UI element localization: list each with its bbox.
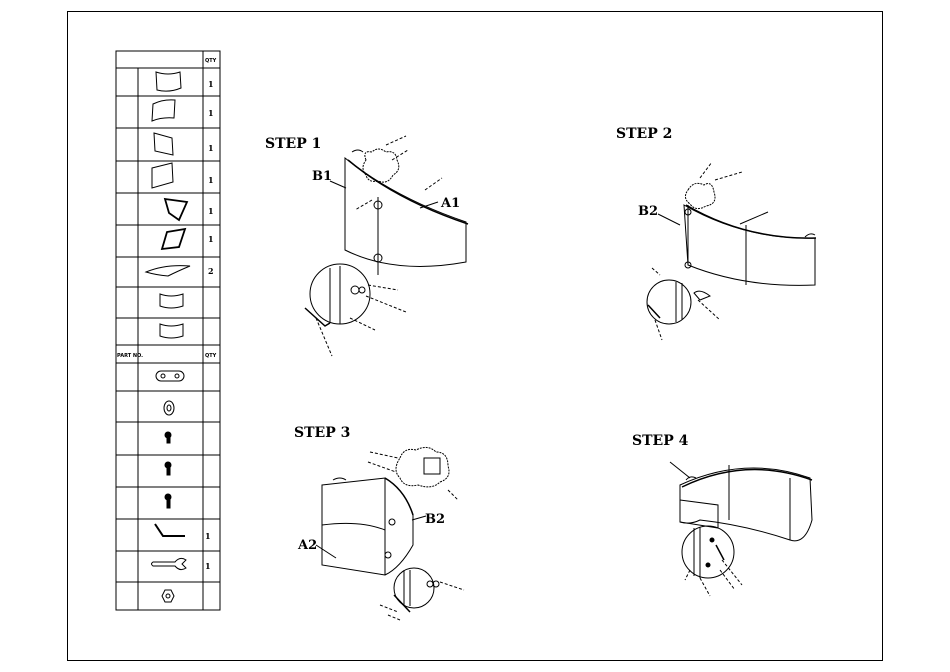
- qty-cell: 1: [208, 175, 214, 185]
- qty-cell: 1: [208, 79, 214, 89]
- step-3-diagram: [316, 447, 464, 620]
- step-4-diagram: [670, 462, 812, 596]
- curved-strip-icon: [160, 294, 183, 308]
- wrench-icon: [152, 558, 187, 569]
- table-header-qty: QTY: [205, 58, 217, 64]
- curved-glass-panel-icon: [152, 100, 175, 121]
- qty-cell: 2: [208, 266, 214, 276]
- label-b1: B1: [312, 169, 332, 184]
- qty-cell: 1: [208, 108, 214, 118]
- label-b2-step3: B2: [425, 512, 445, 527]
- table-header-part-no: PART NO.: [117, 353, 143, 359]
- allen-key-icon: [155, 524, 185, 536]
- step-2-title: STEP 2: [616, 126, 672, 142]
- label-a2: A2: [297, 538, 317, 553]
- rhombus-panel-icon: [162, 229, 185, 249]
- screw-icon: [165, 432, 171, 443]
- curved-strip-icon: [160, 324, 183, 338]
- washer-icon: [164, 401, 174, 415]
- flat-leaf-panel-icon: [146, 266, 190, 276]
- qty-cell: 1: [205, 531, 211, 541]
- step-1-title: STEP 1: [265, 136, 321, 152]
- parts-table: [116, 51, 220, 610]
- connector-plate-icon: [156, 371, 184, 381]
- qty-cell: 1: [205, 561, 211, 571]
- qty-cell: 1: [208, 234, 214, 244]
- rhombus-panel-icon: [165, 199, 187, 220]
- qty-cell: 1: [208, 143, 214, 153]
- curved-glass-panel-icon: [152, 163, 173, 188]
- nut-icon: [162, 590, 174, 602]
- table-header-qty-2: QTY: [205, 353, 217, 359]
- label-a1: A1: [440, 196, 460, 211]
- curved-glass-panel-icon: [154, 133, 173, 155]
- step-2-diagram: [647, 162, 816, 340]
- curved-glass-panel-icon: [156, 72, 181, 91]
- step-4-title: STEP 4: [632, 433, 689, 449]
- qty-cell: 1: [208, 206, 214, 216]
- screw-icon: [165, 494, 171, 508]
- step-3-title: STEP 3: [294, 425, 350, 441]
- label-b2: B2: [638, 204, 658, 219]
- screw-icon: [165, 462, 171, 475]
